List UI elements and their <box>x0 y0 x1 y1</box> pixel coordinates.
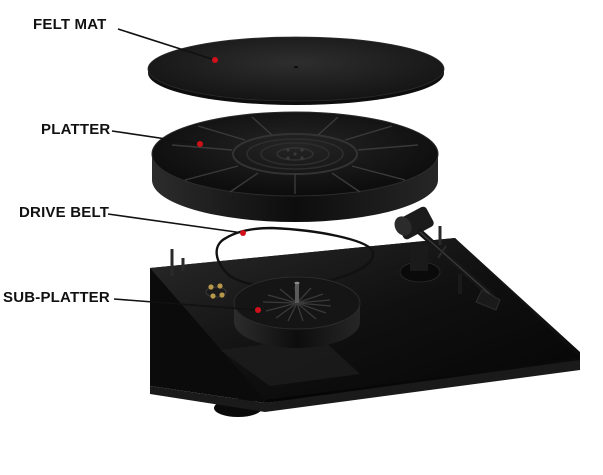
label-sub-platter: SUB-PLATTER <box>3 289 110 306</box>
leader-drive-belt <box>107 213 244 234</box>
felt-mat-top <box>147 36 445 102</box>
label-platter: PLATTER <box>41 121 111 138</box>
drive-belt <box>215 226 375 288</box>
platter-holes <box>286 148 304 160</box>
felt-mat <box>147 36 445 105</box>
plinth-left-side <box>150 268 265 403</box>
leader-sub-platter <box>113 298 259 311</box>
marker-dots <box>197 57 261 313</box>
felt-mat-hole <box>293 66 299 68</box>
leader-lines <box>107 28 259 311</box>
tonearm-assembly <box>394 206 501 311</box>
plinth-reflection <box>220 337 360 386</box>
leader-felt-mat <box>117 28 216 61</box>
marker-dot-drive-belt <box>240 230 246 236</box>
label-felt-mat: FELT MAT <box>33 16 107 33</box>
marker-dot-sub-platter <box>255 307 261 313</box>
marker-dot-felt-mat <box>212 57 218 63</box>
leader-platter <box>111 130 201 145</box>
spindle <box>295 283 299 303</box>
spindle-top <box>294 281 300 285</box>
label-drive-belt: DRIVE BELT <box>19 204 110 221</box>
platter <box>151 111 439 222</box>
connector-pins-icon <box>205 283 227 299</box>
plinth <box>150 226 580 417</box>
arm-rest <box>458 274 462 294</box>
marker-dot-platter <box>197 141 203 147</box>
sub-platter <box>233 276 361 348</box>
platter-radial-grooves <box>171 116 419 194</box>
headshell <box>475 289 501 311</box>
